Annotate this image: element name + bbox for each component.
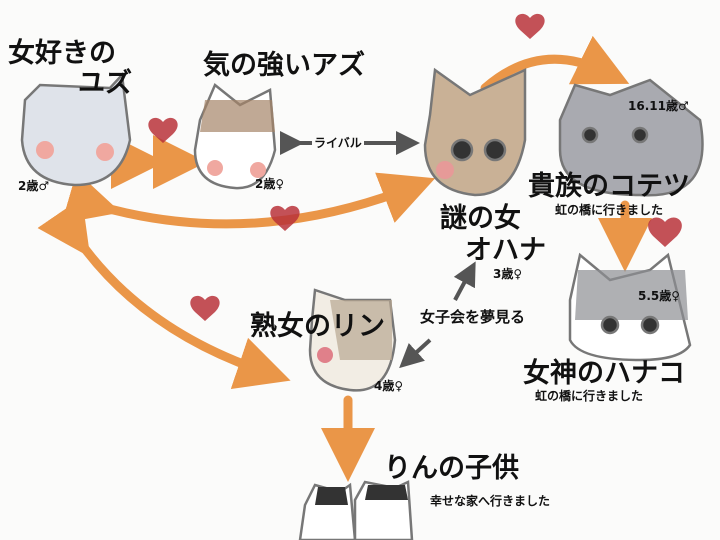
arrow-ohana-kotetsu <box>480 35 630 93</box>
cat-azu-face <box>193 82 277 190</box>
hanako-age: 5.5歳♀ <box>638 289 681 303</box>
ohana-name-line2: オハナ <box>465 235 546 266</box>
azu-name: 気の強いアズ <box>203 50 365 81</box>
arrow-yuzu-rin <box>37 197 291 389</box>
yuzu-age: 2歳♂ <box>18 179 50 193</box>
heart-icon <box>270 205 300 231</box>
heart-icon <box>148 117 178 143</box>
rin-kids-name: りんの子供 <box>384 453 519 484</box>
rin-kids-note: 幸せな家へ行きました <box>430 494 551 508</box>
kotetsu-name: 貴族のコテツ <box>528 171 690 202</box>
girls-party-label: 女子会を夢見る <box>420 308 526 326</box>
heart-icon <box>190 295 220 321</box>
yuzu-name-line1: 女好きの <box>8 38 116 69</box>
ohana-age: 3歳♀ <box>493 267 523 281</box>
heart-icon <box>648 217 682 247</box>
rin-name: 熟女のリン <box>250 311 385 342</box>
cat-ohana-face <box>423 67 527 197</box>
azu-age: 2歳♀ <box>255 177 285 191</box>
heart-icon <box>515 13 545 39</box>
ohana-name-line1: 謎の女 <box>440 203 521 234</box>
cat-kotetsu-face <box>558 78 704 197</box>
cat-rin-face <box>308 288 397 392</box>
hanako-name: 女神のハナコ <box>523 358 685 389</box>
cat-yuzu-face <box>20 72 132 187</box>
girls-party-arrow-up <box>453 261 476 301</box>
arrow-yuzu-ohana <box>61 171 436 229</box>
rin-age: 4歳♀ <box>374 379 404 393</box>
kotetsu-age: 16.11歳♂ <box>628 99 689 113</box>
rival-label: ライバル <box>312 136 364 150</box>
hanako-note: 虹の橋に行きました <box>535 389 644 403</box>
girls-party-arrow-down <box>399 338 432 369</box>
cat-hanako-face <box>568 252 692 362</box>
cat-rin-kids <box>298 480 414 540</box>
kotetsu-note: 虹の橋に行きました <box>555 203 664 217</box>
yuzu-name-line2: ユズ <box>78 68 132 99</box>
